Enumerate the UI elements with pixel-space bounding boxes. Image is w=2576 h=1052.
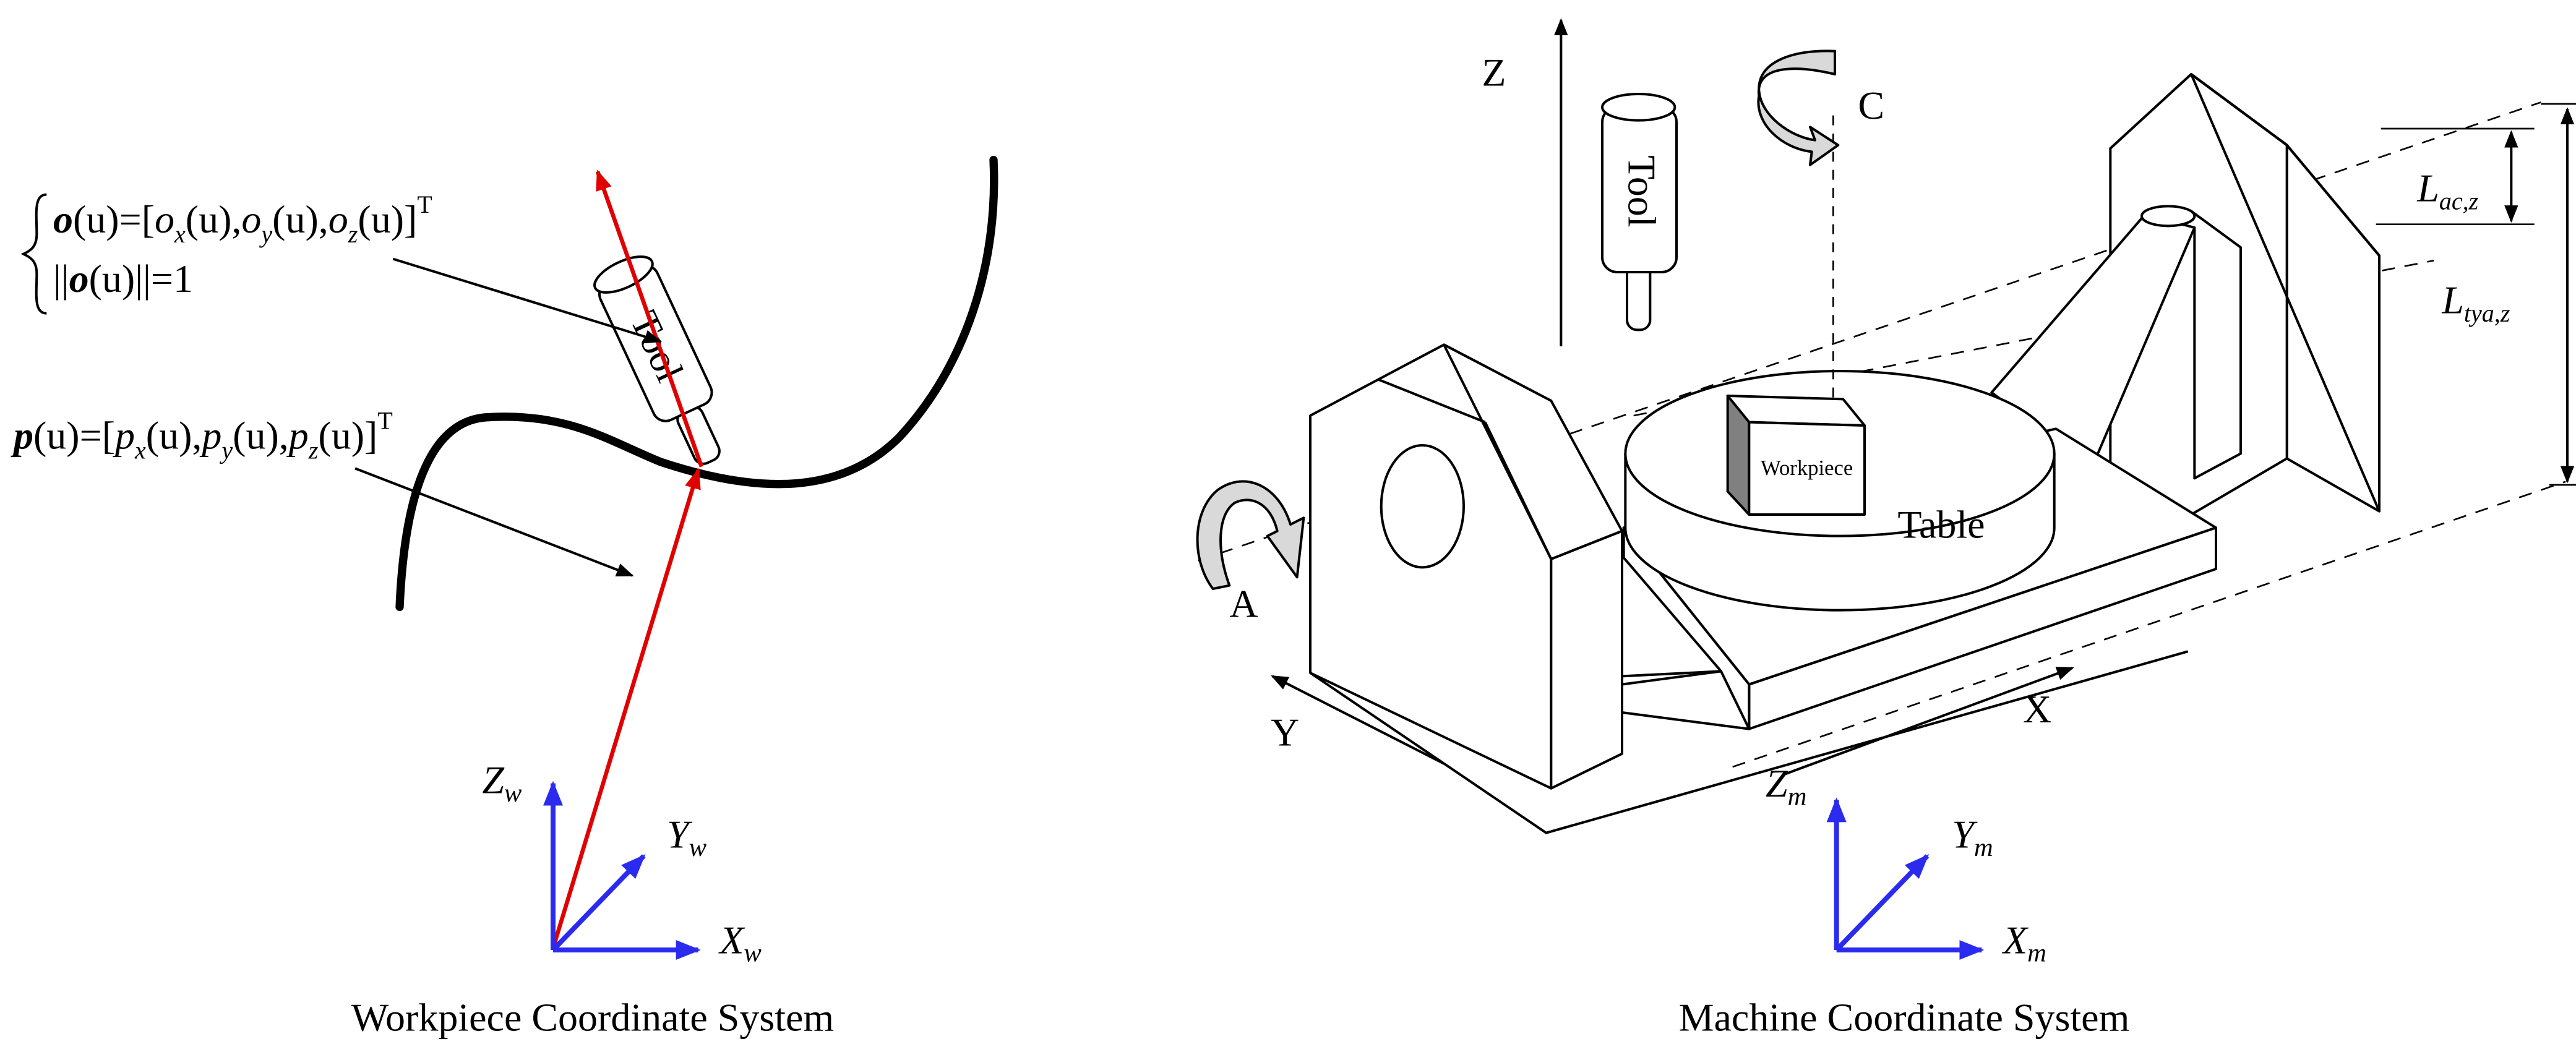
machine-ym-axis bbox=[1834, 854, 1930, 952]
left-caption: Workpiece Coordinate System bbox=[351, 996, 834, 1040]
workpiece-label: Workpiece bbox=[1761, 456, 1853, 480]
equation-position: p(u)=[px(u),py(u),pz(u)]T bbox=[11, 406, 393, 464]
machine-zm-label: Zm bbox=[1766, 761, 1806, 811]
right-panel: Table Workpiece Z To bbox=[1196, 18, 2576, 1040]
left-trunnion-support bbox=[1308, 343, 1751, 790]
equation-norm: ||o(u)||=1 bbox=[53, 257, 193, 301]
workpiece-axes: Zw Yw Xw bbox=[482, 758, 762, 968]
dimension-ltya: Ltya,z bbox=[2441, 103, 2576, 486]
equation-orientation: o(u)=[ox(u),oy(u),oz(u)]T bbox=[53, 190, 432, 248]
machine-base-edge bbox=[1309, 650, 2189, 834]
position-vector bbox=[551, 468, 701, 949]
left-panel: Tool o(u)=[ox(u),oy(u),oz(u)]T ||o(u)||=… bbox=[11, 155, 998, 1040]
dimension-lac: Lac,z bbox=[2376, 127, 2535, 225]
a-axis-label: A bbox=[1229, 581, 1258, 625]
machine-tool-label: Tool bbox=[1620, 155, 1664, 227]
machine-x-arrow bbox=[1781, 667, 2074, 777]
machine-tool: Tool bbox=[1600, 92, 1678, 331]
svg-text:Lac,z: Lac,z bbox=[2416, 166, 2478, 215]
svg-text:Ltya,z: Ltya,z bbox=[2441, 278, 2510, 327]
workpiece-x-label: Xw bbox=[718, 918, 762, 967]
machine-y-label: Y bbox=[1271, 710, 1299, 754]
workpiece-z-label: Zw bbox=[482, 758, 522, 808]
workpiece-y-label: Yw bbox=[667, 813, 707, 862]
orientation-vector bbox=[595, 169, 704, 468]
workpiece-y-axis bbox=[551, 854, 646, 952]
c-rotation-arrow bbox=[1757, 49, 1840, 166]
tool-path-curve bbox=[395, 155, 998, 611]
orientation-callout-arrow bbox=[392, 257, 663, 344]
machine-ym-label: Ym bbox=[1952, 813, 1993, 862]
equation-brace bbox=[20, 193, 47, 315]
machine-x-label: X bbox=[2023, 687, 2051, 731]
machine-z-label: Z bbox=[1482, 51, 1506, 95]
workpiece-block: Workpiece bbox=[1726, 395, 1866, 516]
base-centerline bbox=[1732, 481, 2566, 768]
table-label: Table bbox=[1897, 502, 1985, 546]
a-rotation-arrow bbox=[1196, 480, 1305, 590]
right-trunnion-support bbox=[1990, 73, 2381, 516]
c-axis-label: C bbox=[1858, 83, 1884, 127]
a-axis-bearing bbox=[1380, 444, 1465, 569]
right-caption: Machine Coordinate System bbox=[1679, 996, 2130, 1040]
machine-xm-label: Xm bbox=[2001, 918, 2046, 967]
position-callout-arrow bbox=[354, 467, 634, 577]
machine-axes: Zm Ym Xm bbox=[1766, 761, 2046, 968]
machine-y-arrow bbox=[1271, 675, 1445, 765]
